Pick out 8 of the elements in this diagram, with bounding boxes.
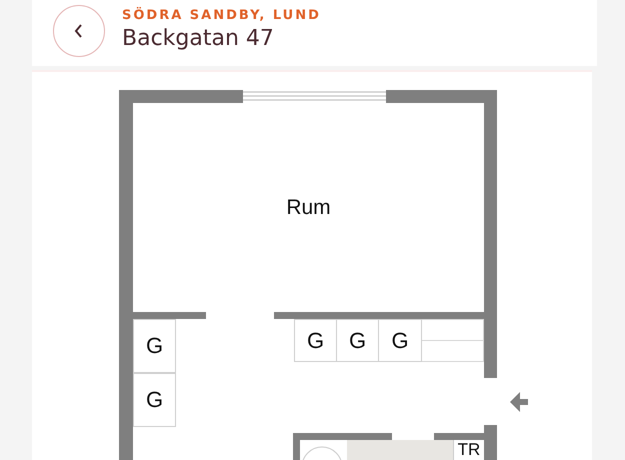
closet: G (378, 319, 422, 362)
closet: G (294, 319, 337, 362)
location-label: SÖDRA SANDBY, LUND (122, 8, 321, 23)
closet: G (133, 373, 176, 427)
closet: G (336, 319, 379, 362)
address-heading: Backgatan 47 (122, 26, 274, 51)
room-label: Rum (133, 103, 484, 312)
closet: G (133, 319, 176, 373)
